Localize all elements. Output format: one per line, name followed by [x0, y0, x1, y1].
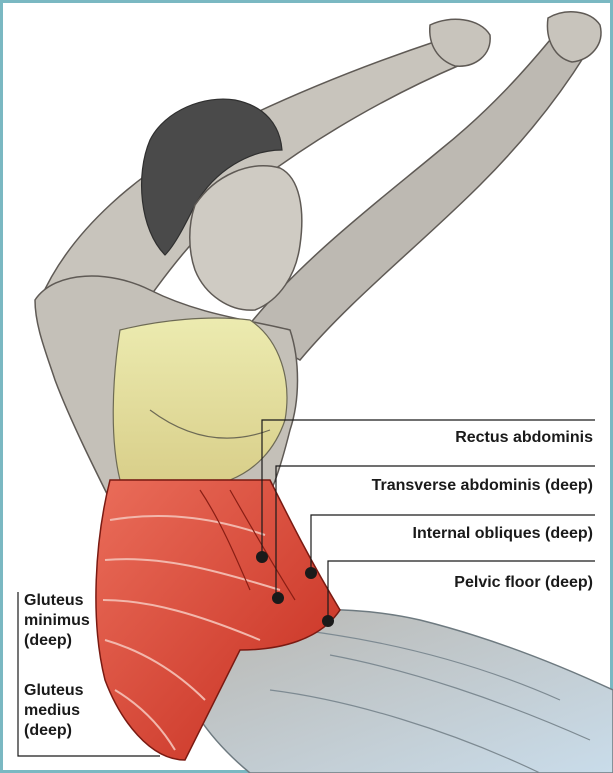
label-rectus-abdominis: Rectus abdominis — [455, 428, 593, 448]
label-pelvic-floor: Pelvic floor (deep) — [454, 573, 593, 593]
label-gluteus-minimus: Gluteus minimus (deep) — [24, 591, 90, 651]
label-internal-obliques: Internal obliques (deep) — [413, 524, 593, 544]
label-gluteus-medius-line3: (deep) — [24, 721, 84, 741]
label-gluteus-medius-line1: Gluteus — [24, 681, 84, 701]
label-gluteus-minimus-line2: minimus — [24, 611, 90, 631]
label-gluteus-medius: Gluteus medius (deep) — [24, 681, 84, 741]
label-gluteus-medius-line2: medius — [24, 701, 84, 721]
marker-obliques — [305, 567, 317, 579]
label-gluteus-minimus-line1: Gluteus — [24, 591, 90, 611]
label-transverse-abdominis: Transverse abdominis (deep) — [372, 476, 593, 496]
marker-pelvic — [322, 615, 334, 627]
marker-transverse — [272, 592, 284, 604]
marker-rectus — [256, 551, 268, 563]
label-gluteus-minimus-line3: (deep) — [24, 631, 90, 651]
top-garment-shape — [113, 318, 287, 480]
